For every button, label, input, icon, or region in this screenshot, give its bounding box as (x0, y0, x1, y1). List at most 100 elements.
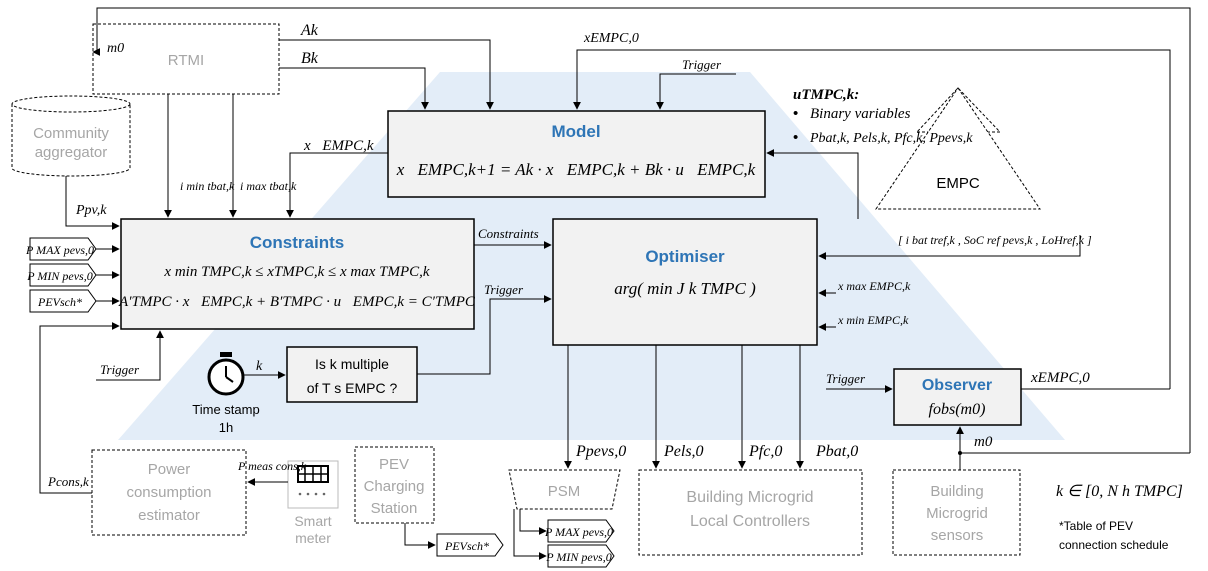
ak-line (279, 39, 494, 110)
pev-station-line1: PEV (379, 456, 409, 473)
constraints-trigger-line (96, 330, 164, 381)
community-label-line1: Community (33, 125, 109, 142)
sensors-line3: sensors (931, 527, 984, 544)
pbat0-label: Pbat,0 (815, 443, 858, 460)
m0-sensor-label: m0 (974, 434, 993, 450)
constraints-eq-equality: A′TMPC · x⃗EMPC,k + B′TMPC · u⃗EMPC,k = … (118, 294, 476, 310)
smart-meter-line2: meter (295, 530, 331, 546)
rtmi-block: RTMI (92, 23, 280, 95)
model-trigger-line (656, 73, 736, 110)
bk-label: Bk (301, 50, 319, 67)
local-controllers-line2: Local Controllers (690, 513, 810, 530)
pev-station-line2: Charging (364, 478, 425, 495)
local-controllers-block: Building Microgrid Local Controllers (638, 469, 863, 556)
svg-text:P MIN pevs,0: P MIN pevs,0 (545, 550, 611, 564)
empc-refs-label: [ i bat tref,k , SoC ref pevs,k , LoHref… (898, 233, 1092, 247)
pfc0-label: Pfc,0 (748, 443, 782, 460)
svg-text:PEVsch*: PEVsch* (37, 295, 82, 309)
tag-pev-sch: PEVsch* (29, 289, 97, 313)
smart-meter-icon (287, 460, 339, 509)
tag-ppevs-max: P MAX pevs,0 (25, 237, 97, 261)
bullet-1: • (793, 105, 798, 122)
m0-loop-line (96, 7, 1191, 453)
observer-title: Observer (922, 377, 992, 394)
power-estimator-line2: consumption (126, 484, 211, 501)
smart-meter-line1: Smart (294, 513, 331, 529)
timestamp-period: 1h (219, 420, 233, 435)
local-controllers-line1: Building Microgrid (686, 489, 813, 506)
tag-station-pev-sch: PEVsch* (436, 533, 504, 557)
constraints-title: Constraints (250, 233, 344, 252)
optimiser-to-model (766, 149, 859, 219)
tag-psm-pevs-min: P MIN pevs,0 (545, 544, 615, 568)
empc-block: EMPC (875, 87, 1041, 210)
i-max-label: i max tbat,k (240, 179, 297, 193)
is-multiple-line2: of T s EMPC ? (307, 380, 398, 396)
empc-label: EMPC (936, 175, 980, 192)
sensors-line1: Building (930, 483, 983, 500)
empc-refs-line (818, 235, 1081, 260)
psm-block: PSM (508, 469, 621, 510)
ppevs0-label: Ppevs,0 (575, 443, 626, 460)
sensors-block: Building Microgrid sensors (892, 469, 1021, 556)
is-multiple-line1: Is k multiple (315, 356, 389, 372)
constraints-signal-label: Constraints (478, 226, 539, 241)
pcons-line (39, 322, 120, 494)
power-estimator-block: Power consumption estimator (91, 449, 247, 536)
observer-equation: fobs(m0) (929, 401, 986, 418)
timestamp-label: Time stamp (192, 402, 259, 417)
rtmi-label: RTMI (168, 52, 204, 69)
x-vec-label: x⃗EMPC,k (303, 138, 374, 154)
observer-block: Observer fobs(m0) (893, 368, 1022, 426)
community-label-line2: aggregator (35, 144, 108, 161)
model-block: Model x⃗EMPC,k+1 = Ak · x⃗EMPC,k + Bk · … (387, 110, 766, 198)
power-estimator-line1: Power (148, 461, 191, 478)
model-trigger-label: Trigger (682, 57, 722, 72)
u-bullet-2: Pbat,k, Pels,k, Pfc,k, Ppevs,k (809, 131, 973, 146)
m0-label: m0 (107, 41, 124, 56)
footnote-line1: *Table of PEV (1059, 519, 1133, 533)
x-empc0-line (573, 49, 1171, 389)
optimiser-equation: arg( min J k TMPC ) (614, 279, 756, 298)
constraints-trigger-label: Trigger (100, 362, 140, 377)
footnote-line2: connection schedule (1059, 538, 1169, 552)
tag-ppevs-min: P MIN pevs,0 (26, 263, 97, 287)
observer-trigger-label: Trigger (826, 371, 866, 386)
model-to-constraints (286, 152, 388, 218)
x-min-label: x min EMPC,k (837, 313, 909, 327)
ppv-label: Ppv,k (75, 203, 107, 218)
pels0-label: Pels,0 (663, 443, 704, 460)
optimiser-trigger-line (417, 295, 552, 375)
svg-text:PEVsch*: PEVsch* (444, 539, 489, 553)
svg-text:P MIN pevs,0: P MIN pevs,0 (26, 269, 92, 283)
pcons-label: Pcons,k (47, 474, 89, 489)
pev-charging-station-block: PEV Charging Station (354, 446, 435, 524)
observer-output-label: xEMPC,0 (1030, 370, 1090, 386)
power-estimator-line3: estimator (138, 507, 200, 524)
u-bullet-1: Binary variables (810, 106, 911, 122)
x-max-label: x max EMPC,k (837, 279, 911, 293)
svg-text:P MAX pevs,0: P MAX pevs,0 (25, 243, 94, 257)
bk-line (279, 67, 429, 110)
optimiser-block: Optimiser arg( min J k TMPC ) (552, 218, 818, 346)
optimiser-title: Optimiser (645, 247, 725, 266)
tag-psm-pevs-max: P MAX pevs,0 (544, 519, 615, 543)
i-min-label: i min tbat,k (180, 179, 235, 193)
optimiser-trigger-label: Trigger (484, 282, 524, 297)
k-label: k (256, 359, 263, 374)
community-aggregator-block: Community aggregator (11, 95, 131, 177)
ppv-line (65, 176, 120, 230)
u-heading: uTMPC,k: (793, 87, 859, 103)
pcons-meas-label: P meas cons,k (237, 459, 307, 473)
sensors-line2: Microgrid (926, 505, 988, 522)
x-empc0-label: xEMPC,0 (583, 31, 639, 46)
is-multiple-block: Is k multiple of T s EMPC ? (286, 346, 418, 403)
pev-station-line3: Station (371, 500, 418, 517)
model-title: Model (551, 122, 600, 141)
ak-label: Ak (300, 22, 319, 39)
stopwatch-icon (207, 352, 245, 396)
constraints-block: Constraints x min TMPC,k ≤ xTMPC,k ≤ x m… (118, 218, 476, 330)
svg-text:P MAX pevs,0: P MAX pevs,0 (544, 525, 613, 539)
model-equation: x⃗EMPC,k+1 = Ak · x⃗EMPC,k + Bk · u⃗EMPC… (396, 160, 756, 179)
psm-label: PSM (548, 483, 581, 500)
